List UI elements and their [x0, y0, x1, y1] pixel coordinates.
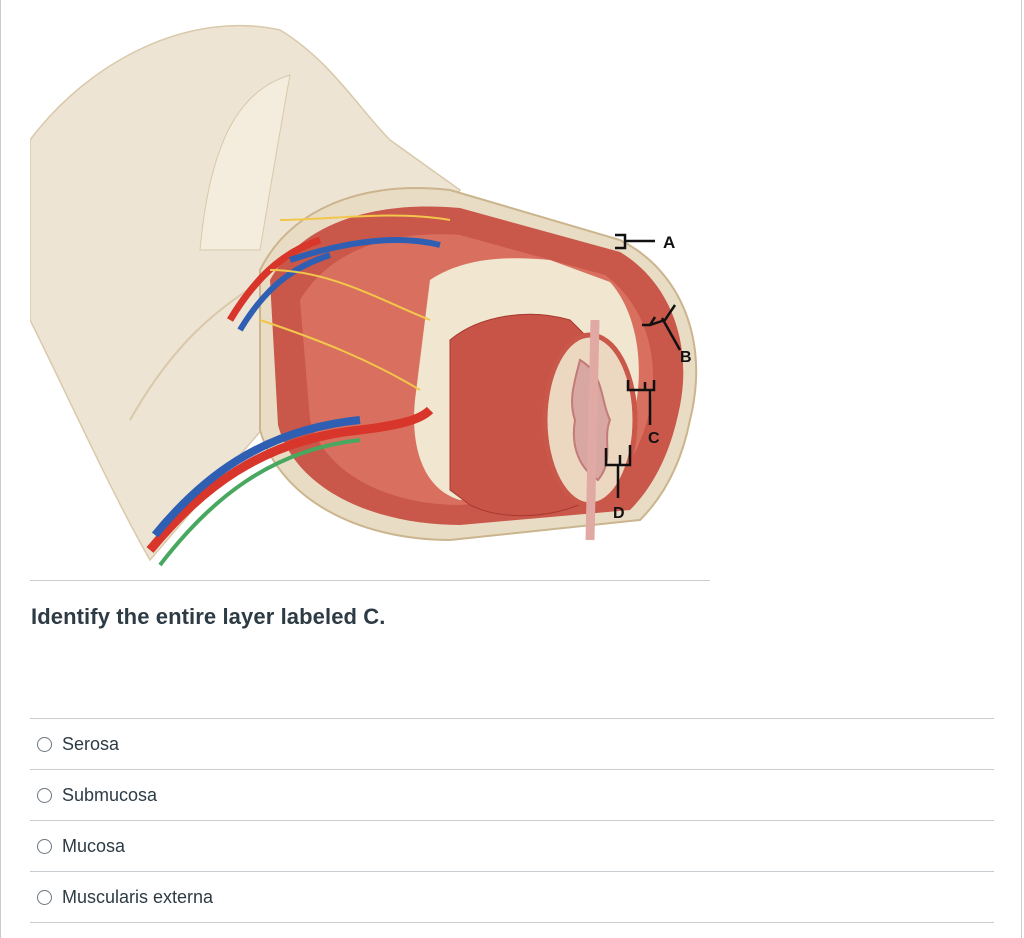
radio-button[interactable] — [37, 736, 52, 752]
answer-label: Serosa — [62, 733, 120, 754]
figure-divider — [30, 580, 710, 581]
digestive-tract-layers-illustration: A B C D — [30, 20, 720, 580]
label-d: D — [613, 505, 625, 522]
label-a: A — [663, 233, 675, 252]
answer-label: Muscularis externa — [62, 886, 214, 907]
answer-label: Mucosa — [62, 835, 126, 856]
radio-button[interactable] — [37, 787, 52, 803]
answer-option-mucosa[interactable]: Mucosa — [30, 821, 994, 872]
label-b: B — [680, 349, 692, 366]
answer-option-submucosa[interactable]: Submucosa — [30, 770, 994, 821]
answer-option-muscularis-externa[interactable]: Muscularis externa — [30, 872, 994, 923]
radio-button[interactable] — [37, 838, 52, 854]
answer-list: Serosa Submucosa Mucosa Muscularis exter… — [30, 718, 994, 923]
answer-label: Submucosa — [62, 784, 158, 805]
label-c: C — [648, 430, 660, 447]
question-text: Identify the entire layer labeled C. — [31, 604, 386, 629]
radio-button[interactable] — [37, 889, 52, 905]
answer-option-serosa[interactable]: Serosa — [30, 719, 994, 770]
